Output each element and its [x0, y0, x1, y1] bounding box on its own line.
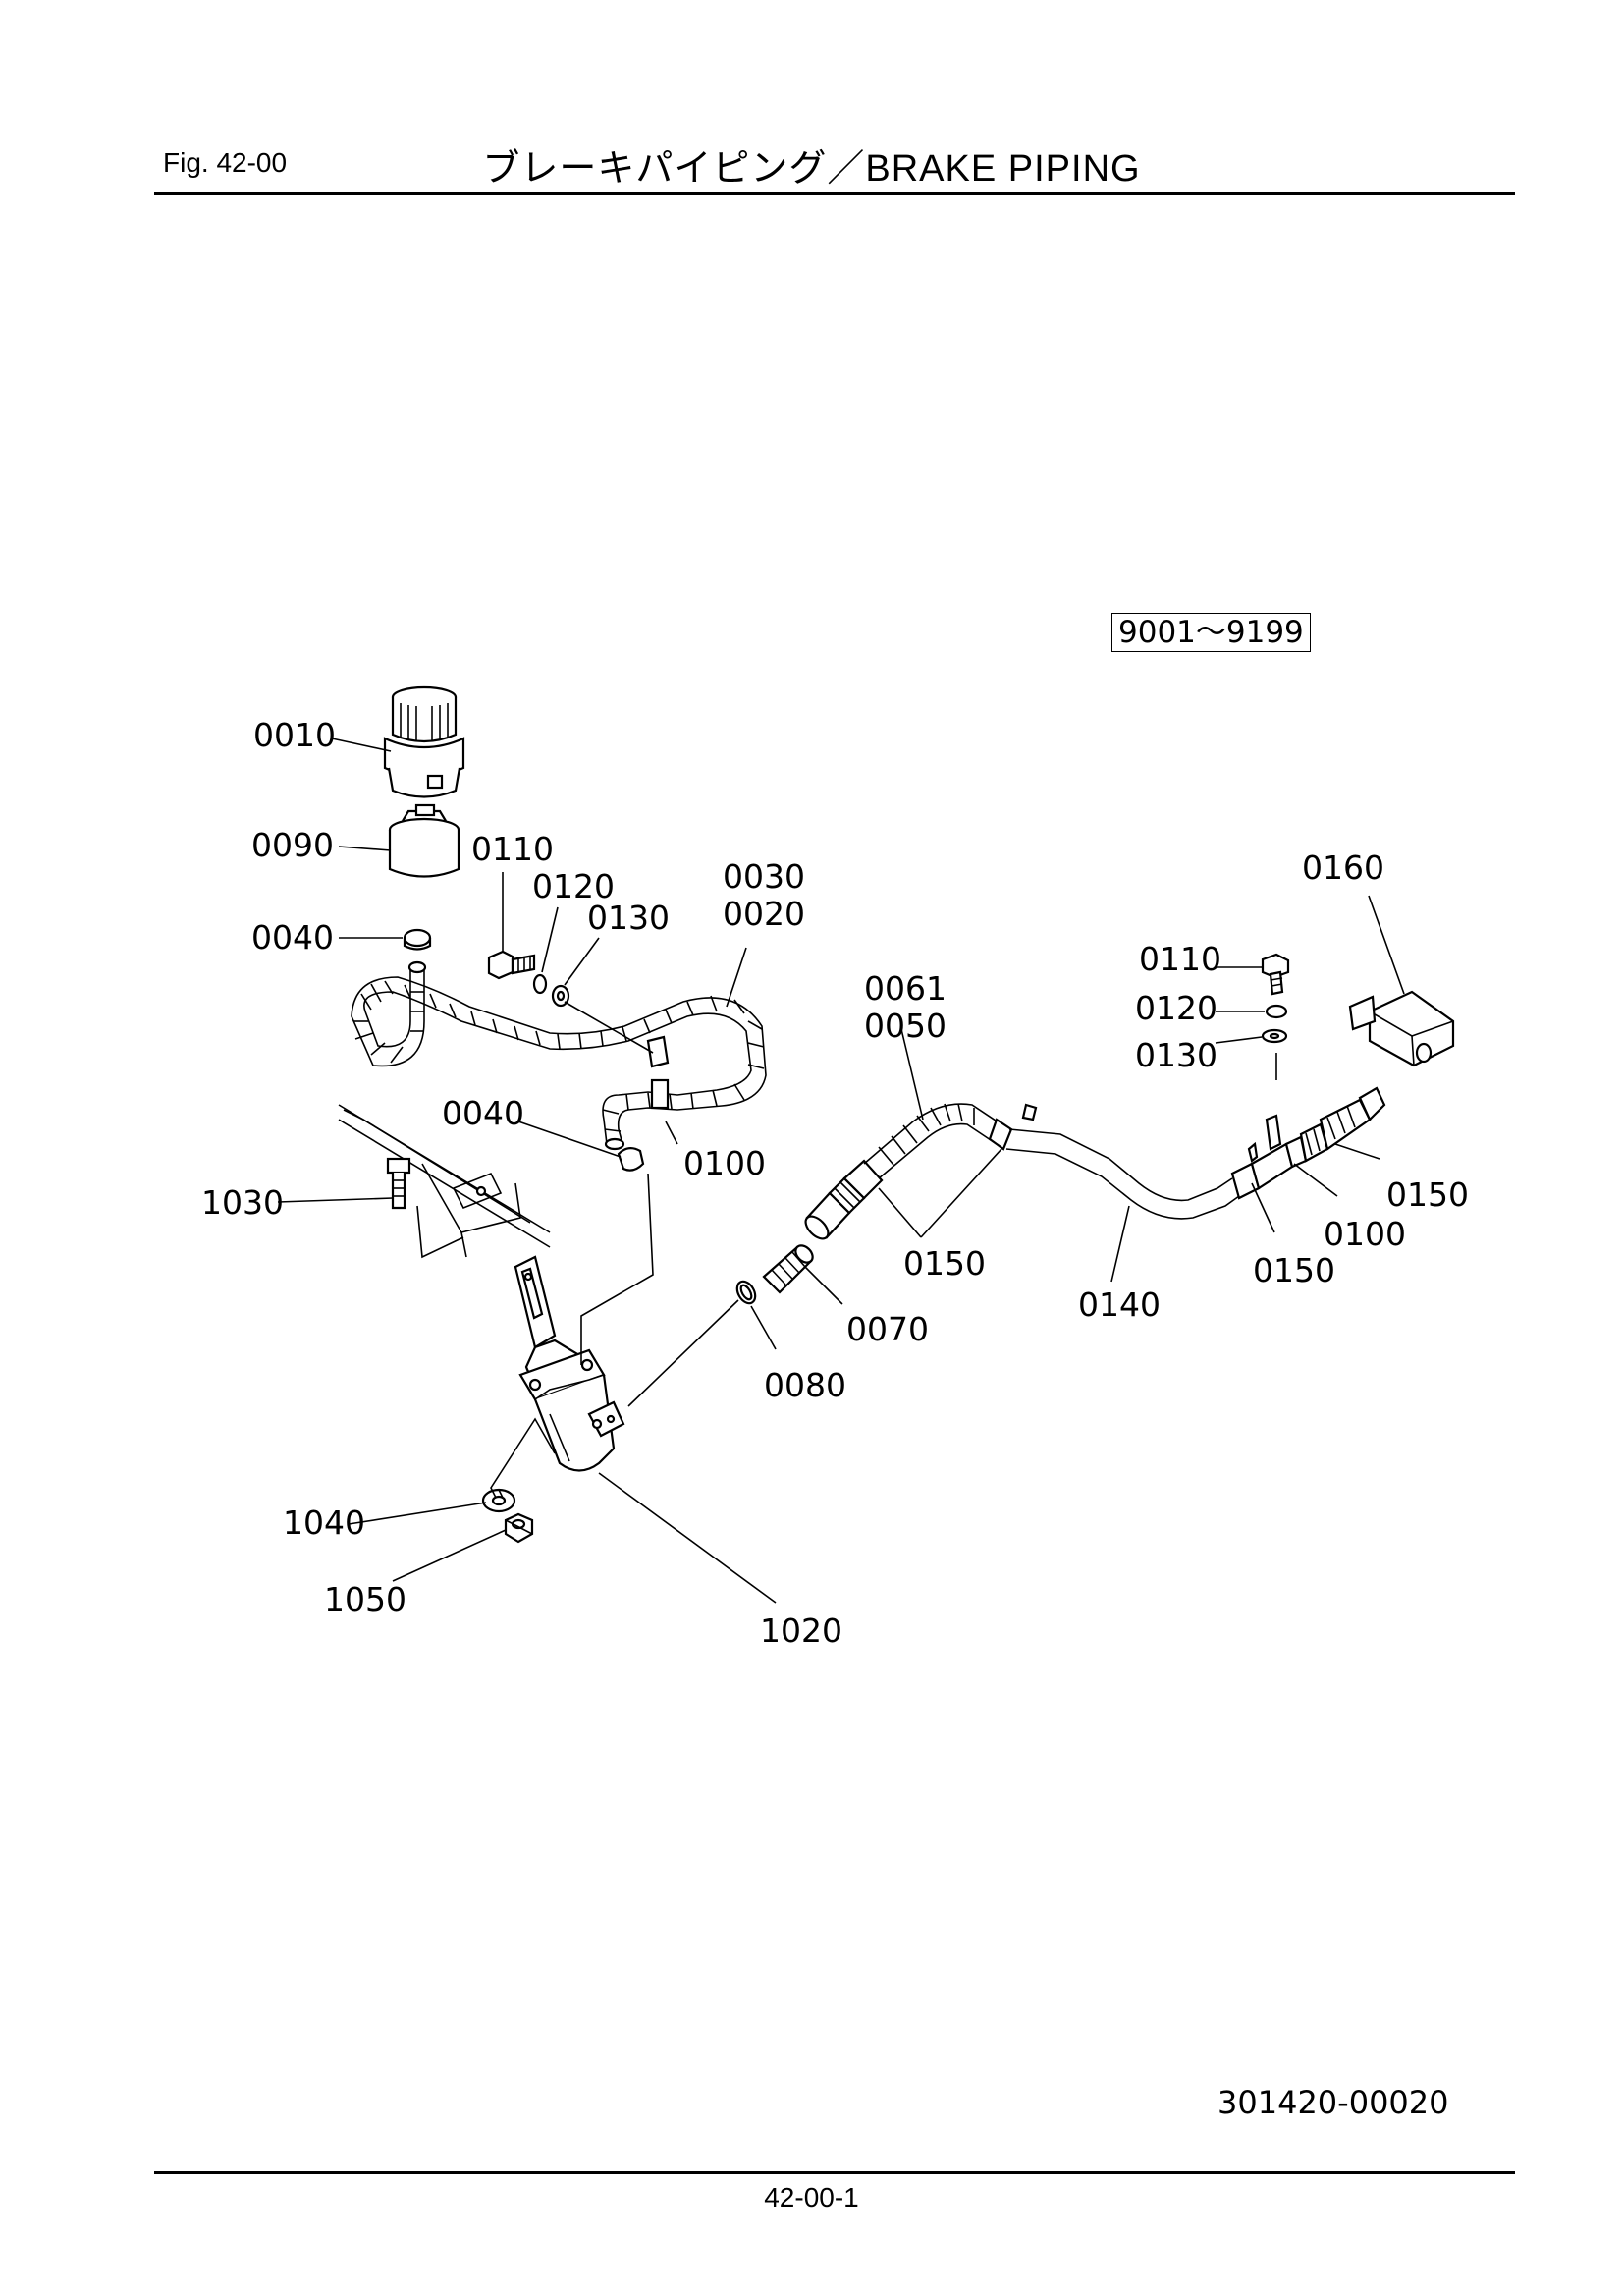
callout-0120-right: 0120: [1135, 989, 1217, 1027]
page-title: ブレーキパイピング／BRAKE PIPING: [482, 148, 1141, 190]
pedal-bracket: [338, 1104, 551, 1259]
hose-clip-upper: [403, 928, 432, 951]
callout-0120: 0120: [532, 867, 615, 905]
drawing-id: 301420-00020: [1217, 2084, 1449, 2121]
bolt-washer-set-left: [487, 950, 570, 1008]
hose-band: [388, 803, 460, 878]
callout-0061: 0061: [864, 969, 947, 1008]
callout-0020: 0020: [723, 895, 805, 933]
callout-0090: 0090: [251, 826, 334, 864]
callout-1050: 1050: [324, 1580, 406, 1618]
reservoir-hose: [351, 960, 767, 1151]
callout-0040: 0040: [251, 918, 334, 957]
cylinder-leader: [490, 1417, 556, 1499]
brake-pipe: [1005, 1086, 1386, 1220]
callout-0040-lower: 0040: [442, 1094, 524, 1132]
callout-0070: 0070: [846, 1310, 929, 1348]
brake-hose: [804, 1103, 1038, 1240]
reservoir-tank: [383, 685, 465, 798]
o-ring: [735, 1280, 757, 1305]
callout-1020: 1020: [760, 1612, 842, 1650]
part-callouts: 0010 0090 0040 0110 0120 0130 0030 0020 …: [201, 716, 1469, 1650]
hose-clip-lower: [617, 1147, 645, 1172]
callout-0010: 0010: [253, 716, 336, 754]
callout-0150: 0150: [903, 1244, 986, 1283]
brake-master-cylinder: [514, 1173, 654, 1472]
callout-0140: 0140: [1078, 1285, 1161, 1324]
callout-0160: 0160: [1302, 848, 1384, 887]
callout-0080: 0080: [764, 1366, 846, 1404]
serial-range-box: 9001～9199: [1111, 613, 1311, 652]
brake-light-switch: [1348, 990, 1455, 1067]
header-rule: [154, 192, 1515, 195]
leader-lines: [277, 738, 1405, 1604]
callout-0130-right: 0130: [1135, 1036, 1217, 1074]
callout-0030: 0030: [723, 857, 805, 896]
lock-washer: [481, 1488, 516, 1513]
callout-0100-right: 0100: [1324, 1215, 1406, 1253]
callout-0150-right: 0150: [1386, 1175, 1469, 1214]
callout-0050: 0050: [864, 1007, 947, 1045]
o-ring-guide: [627, 1299, 739, 1407]
page-number: 42-00-1: [764, 2182, 859, 2213]
hose-connector: [762, 1244, 814, 1294]
footer-rule: [154, 2171, 1515, 2174]
callout-1040: 1040: [283, 1503, 365, 1542]
callout-1030: 1030: [201, 1183, 284, 1222]
page-header: Fig. 42-00 ブレーキパイピング／BRAKE PIPING: [0, 0, 1623, 196]
callout-0100: 0100: [683, 1144, 766, 1182]
callout-0110: 0110: [471, 830, 554, 868]
hex-nut: [504, 1512, 534, 1544]
bolt-washer-set-right: [1261, 953, 1290, 1044]
callout-0130: 0130: [587, 899, 670, 937]
callout-0150-mid: 0150: [1253, 1251, 1335, 1289]
figure-number: Fig. 42-00: [163, 147, 288, 178]
callout-0110-right: 0110: [1139, 940, 1221, 978]
